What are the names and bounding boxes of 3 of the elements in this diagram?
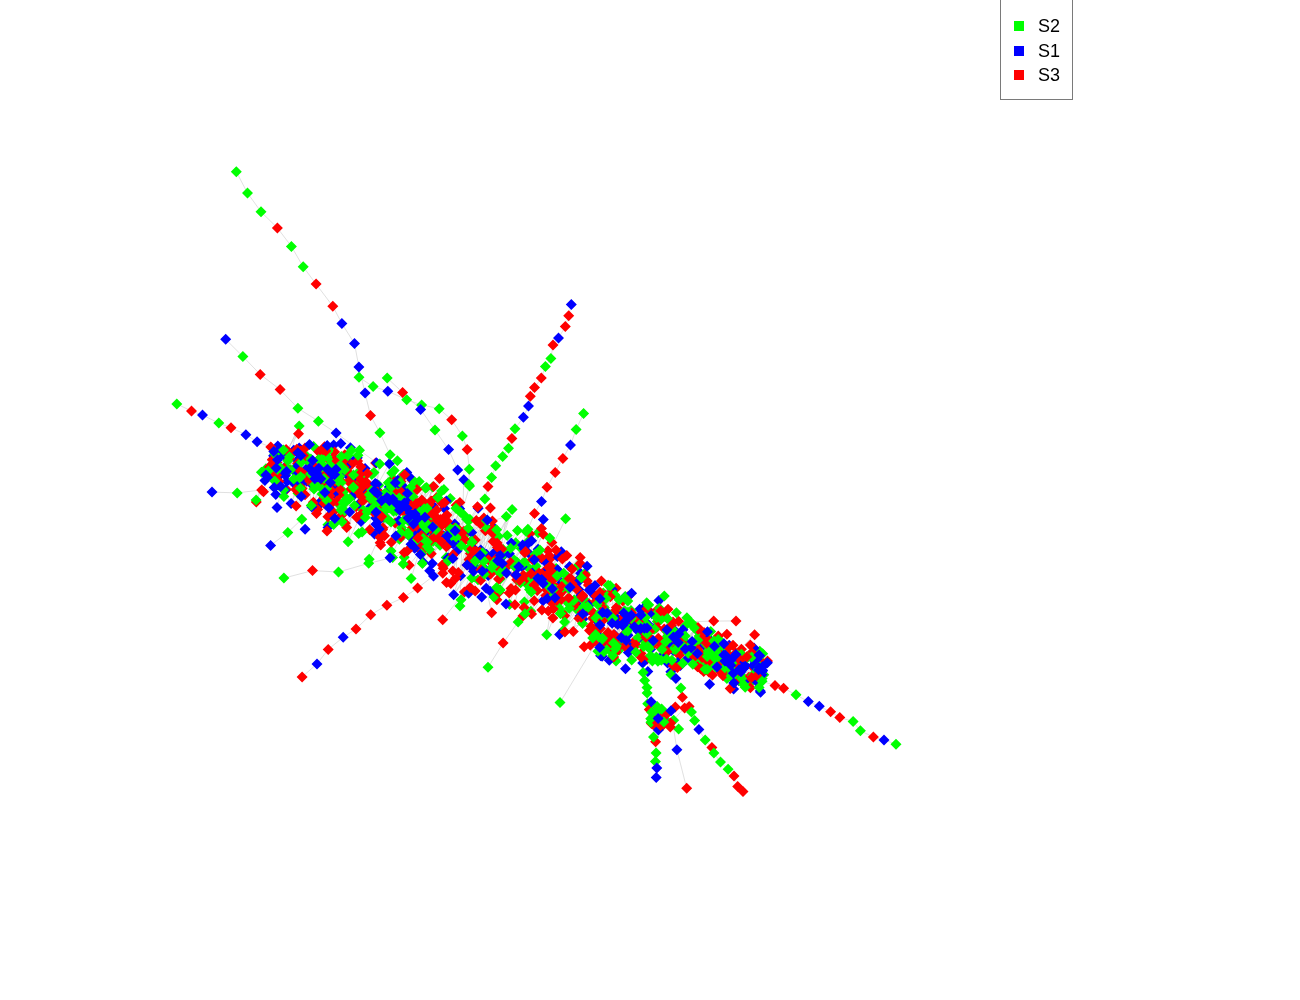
legend-label: S3 — [1038, 65, 1061, 85]
legend-label: S1 — [1038, 40, 1061, 61]
legend-label: S2 — [1038, 16, 1061, 36]
